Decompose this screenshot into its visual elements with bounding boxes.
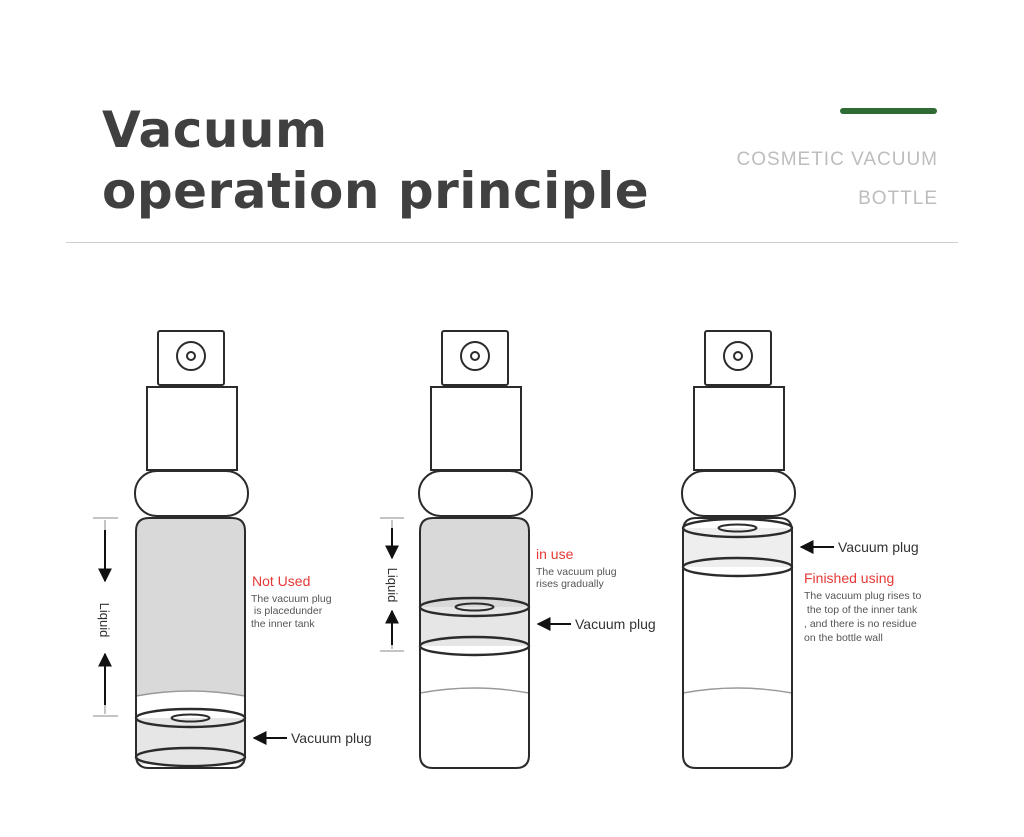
subtitle: COSMETIC VACUUM BOTTLE (737, 140, 938, 218)
state-title: Finished using (804, 570, 894, 586)
plug-label: Vacuum plug (838, 539, 919, 555)
bottle-collar (418, 470, 533, 517)
liquid-surface (682, 687, 793, 694)
header-divider (66, 242, 958, 243)
pump-cap (704, 330, 772, 386)
state-desc-line: The vacuum plug (536, 566, 617, 578)
nozzle-icon (460, 341, 490, 371)
state-desc-line: The vacuum plug rises to (804, 590, 921, 602)
bottle-collar (134, 470, 249, 517)
liquid-surface (419, 687, 530, 694)
pump-cap (157, 330, 225, 386)
plug-hole (170, 713, 211, 723)
nozzle-hole-icon (733, 351, 743, 361)
liquid-label: Liquid (385, 568, 400, 603)
nozzle-icon (723, 341, 753, 371)
state-title: in use (536, 546, 574, 562)
title-line-1: Vacuum (102, 101, 328, 159)
subtitle-line-1: COSMETIC VACUUM (736, 149, 938, 170)
plug-hole (717, 523, 758, 533)
liquid-indicator-1 (93, 517, 118, 717)
plug-hole (454, 602, 495, 612)
bottle-neck (693, 386, 785, 471)
bottle-body (682, 517, 793, 769)
state-desc-line: is placedunder (251, 605, 323, 617)
plug-label: Vacuum plug (291, 730, 372, 746)
accent-bar (840, 108, 937, 114)
liquid-label: Liquid (97, 603, 112, 638)
liquid-indicator-2 (380, 517, 404, 652)
subtitle-line-2: BOTTLE (858, 188, 938, 209)
state-desc-line: on the bottle wall (804, 632, 883, 644)
bottle-collar (681, 470, 796, 517)
title-line-2: operation principle (102, 162, 650, 220)
state-desc-line: the top of the inner tank (804, 604, 918, 616)
bottle-body (419, 517, 530, 769)
bottle-in-use (418, 330, 533, 769)
pump-cap (441, 330, 509, 386)
nozzle-icon (176, 341, 206, 371)
bottle-body (135, 517, 246, 769)
state-title: Not Used (252, 573, 310, 589)
state-desc-line: the inner tank (251, 618, 315, 630)
state-desc-line: rises gradually (536, 578, 604, 590)
liquid-fill (136, 518, 245, 696)
bottle-neck (146, 386, 238, 471)
bottle-not-used (134, 330, 249, 769)
liquid-fill (420, 518, 529, 607)
plug-label: Vacuum plug (575, 616, 656, 632)
bottle-neck (430, 386, 522, 471)
page-title: Vacuum operation principle (102, 100, 649, 222)
state-desc-line: , and there is no residue (804, 618, 917, 630)
bottle-finished (681, 330, 796, 769)
nozzle-hole-icon (186, 351, 196, 361)
state-desc-line: The vacuum plug (251, 593, 332, 605)
nozzle-hole-icon (470, 351, 480, 361)
liquid-surface (135, 690, 246, 697)
